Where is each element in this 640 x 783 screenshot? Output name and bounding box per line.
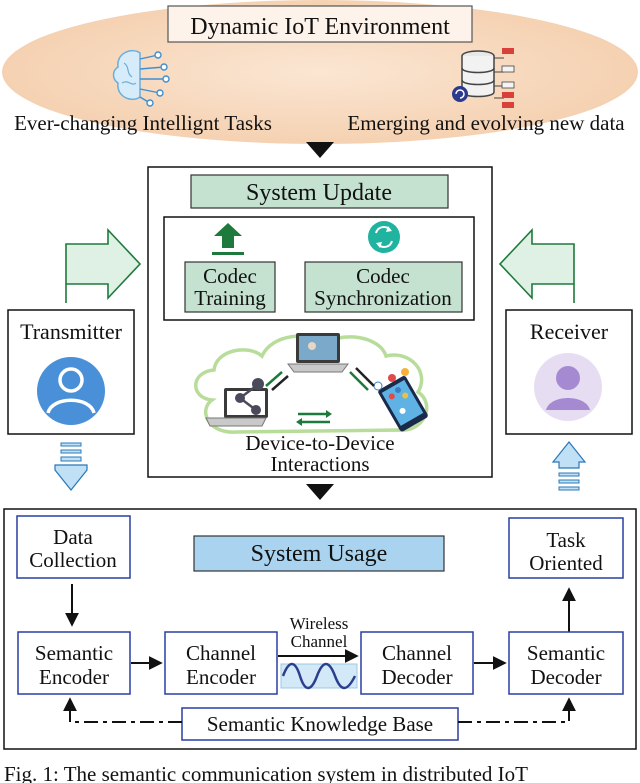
task-oriented-line2: Oriented [529, 551, 603, 575]
codec-sync-line1: Codec [356, 264, 410, 288]
smartphone-icon [378, 376, 428, 432]
codec-training-box [184, 261, 276, 313]
environment-ellipse [2, 0, 638, 144]
down-triangle-bottom [306, 484, 334, 500]
data-collection-box [16, 515, 131, 579]
codec-sync-box [304, 261, 463, 313]
channel-encoder-line2: Encoder [186, 665, 256, 689]
receiver-user-icon [534, 353, 602, 421]
codec-training-line2: Training [194, 286, 266, 310]
laptop-share-icon [205, 378, 268, 427]
wireless-wave-box [280, 663, 358, 689]
semantic-encoder-box [17, 631, 131, 695]
knowledge-base-dashed-links [63, 697, 576, 723]
channel-encoder-line1: Channel [186, 641, 256, 665]
transmitter-label: Transmitter [20, 319, 123, 344]
transmitter-user-icon [37, 357, 105, 425]
receiver-up-arrow-small [551, 441, 587, 491]
wireless-wave-icon [281, 662, 357, 690]
system-update-title: System Update [246, 180, 392, 206]
upload-icon [212, 223, 244, 255]
receiver-up-arrow [498, 227, 575, 303]
d2d-arrows-right [349, 367, 375, 391]
channel-decoder-box [360, 631, 474, 695]
semantic-decoder-line1: Semantic [527, 641, 605, 665]
database-icon [452, 48, 515, 108]
channel-decoder-line2: Decoder [381, 665, 452, 689]
semantic-decoder-box [508, 631, 624, 695]
app-bubbles-icon [373, 368, 409, 393]
system-usage-title: System Usage [251, 541, 388, 567]
environment-left-caption: Ever-changing Intellignt Tasks [14, 111, 272, 135]
semantic-encoder-line2: Encoder [39, 665, 109, 689]
semantic-encoder-line1: Semantic [35, 641, 113, 665]
d2d-arrows-left [265, 371, 289, 391]
knowledge-base-box [181, 707, 459, 741]
d2d-line1: Device-to-Device [245, 431, 394, 455]
environment-title: Dynamic IoT Environment [190, 14, 450, 40]
task-oriented-line1: Task [546, 528, 586, 552]
environment-title-box [167, 5, 473, 43]
system-usage-title-box [193, 535, 445, 572]
knowledge-base-label: Semantic Knowledge Base [207, 712, 433, 736]
codec-training-line1: Codec [203, 264, 257, 288]
down-triangle-top [306, 142, 334, 158]
channel-encoder-box [164, 631, 278, 695]
data-collection-line2: Collection [29, 548, 117, 572]
environment-right-caption: Emerging and evolving new data [347, 111, 625, 135]
codec-sync-line2: Synchronization [314, 286, 452, 310]
system-update-title-box [190, 174, 449, 209]
transmitter-up-arrow [65, 227, 142, 303]
laptop-icon [287, 333, 349, 373]
sync-icon [368, 221, 400, 253]
brain-network-icon [112, 49, 170, 107]
task-oriented-box [508, 517, 624, 579]
wireless-line2: Channel [291, 632, 348, 651]
channel-decoder-line1: Channel [382, 641, 452, 665]
d2d-line2: Interactions [270, 452, 369, 476]
semantic-decoder-line2: Decoder [530, 665, 601, 689]
data-collection-line1: Data [53, 525, 93, 549]
d2d-arrows-center [296, 410, 332, 426]
figure-caption: Fig. 1: The semantic communication syste… [4, 762, 528, 783]
receiver-label: Receiver [530, 319, 609, 344]
wireless-line1: Wireless [290, 614, 349, 633]
transmitter-down-arrow [54, 442, 88, 491]
